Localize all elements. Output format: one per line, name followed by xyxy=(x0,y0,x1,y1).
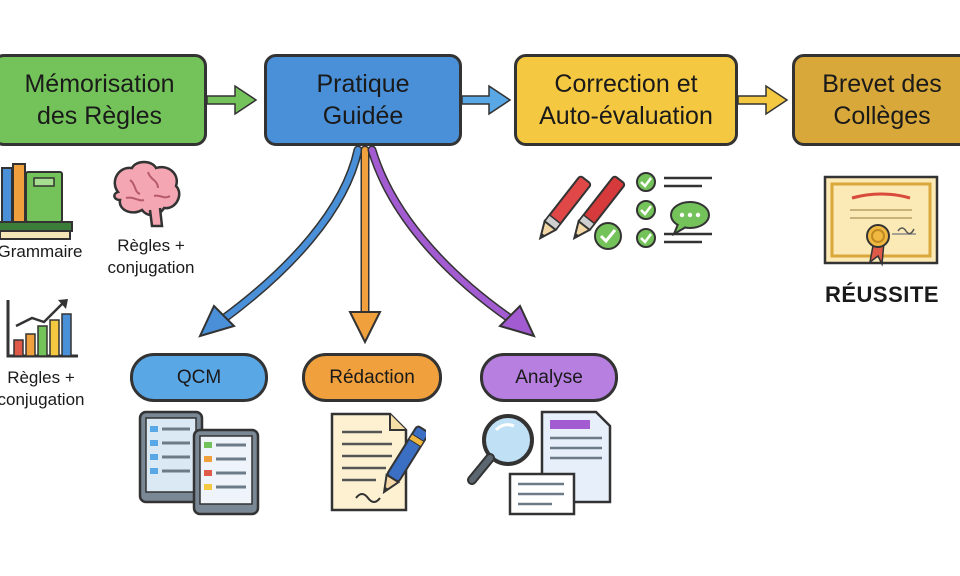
branch-analyse: Analyse xyxy=(480,353,618,402)
arrow-correction-to-brevet xyxy=(737,84,789,116)
bar-chart-icon xyxy=(6,299,78,358)
stage-pratique: Pratique Guidée xyxy=(264,54,462,146)
document-pen-icon xyxy=(330,412,426,512)
checklist-icon xyxy=(594,172,712,250)
arrow-memorisation-to-pratique xyxy=(206,84,258,116)
stage-correction: Correction et Auto-évaluation xyxy=(514,54,738,146)
books-icon xyxy=(0,163,73,240)
speech-bubble-icon xyxy=(670,201,710,236)
magnifier-icon xyxy=(467,410,612,516)
certificate-icon xyxy=(823,175,939,267)
arrow-to-qcm xyxy=(198,145,363,338)
tablet-icon xyxy=(138,410,260,516)
pens-icon xyxy=(538,175,626,241)
branch-qcm: QCM xyxy=(130,353,268,402)
arrow-to-redaction xyxy=(348,145,382,345)
label-regles-brain: Règles + conjugation xyxy=(107,236,195,278)
arrow-to-analyse xyxy=(367,145,536,338)
label-grammaire: Grammaire xyxy=(0,242,83,261)
label-regles-chart: Règles + conjugation xyxy=(0,368,85,410)
brain-icon xyxy=(113,160,181,228)
stage-brevet: Brevet des Collèges xyxy=(792,54,960,146)
branch-redaction: Rédaction xyxy=(302,353,442,402)
label-reussite: RÉUSSITE xyxy=(824,282,940,307)
stage-memorisation: Mémorisation des Règles xyxy=(0,54,207,146)
arrow-pratique-to-correction xyxy=(461,84,512,116)
